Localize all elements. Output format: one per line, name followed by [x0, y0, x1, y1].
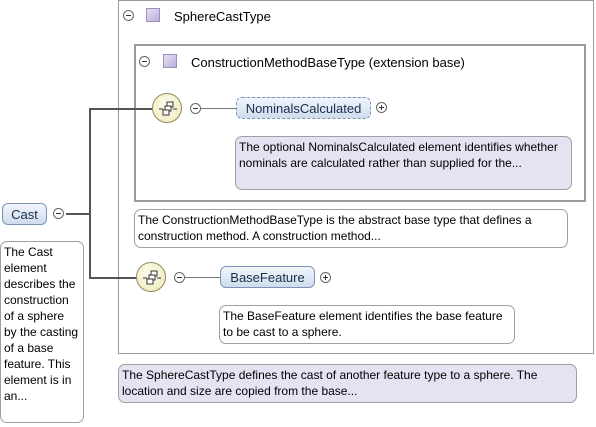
outer-type-icon — [146, 8, 160, 22]
cast-node[interactable]: Cast — [2, 203, 47, 225]
sequence2-collapse-icon[interactable] — [174, 272, 185, 283]
spherecasttype-note: The SphereCastType defines the cast of a… — [118, 364, 577, 403]
inner-type-icon — [163, 54, 177, 68]
nominalscalculated-node[interactable]: NominalsCalculated — [236, 97, 371, 119]
vertical-connector-line — [89, 108, 91, 278]
sequence-glyph — [159, 101, 177, 116]
branch-bottom-line — [89, 277, 137, 279]
inner-collapse-icon[interactable] — [139, 56, 150, 67]
branch-top-line — [89, 108, 153, 110]
cast-note: The Cast element describes the construct… — [0, 241, 84, 423]
nominals-note: The optional NominalsCalculated element … — [235, 136, 572, 190]
sequence-glyph — [143, 270, 161, 285]
constructionmethod-note: The ConstructionMethodBaseType is the ab… — [134, 209, 568, 248]
basefeature-note: The BaseFeature element identifies the b… — [219, 305, 515, 344]
outer-title: SphereCastType — [174, 9, 271, 24]
cast-collapse-icon[interactable] — [53, 208, 64, 219]
root-connector-line — [66, 213, 90, 215]
sequence-icon-2[interactable] — [136, 262, 166, 292]
sequence1-collapse-icon[interactable] — [190, 103, 201, 114]
basefeature-node[interactable]: BaseFeature — [220, 266, 315, 288]
nominals-expand-icon[interactable] — [376, 102, 387, 113]
inner-title: ConstructionMethodBaseType (extension ba… — [191, 55, 465, 70]
seq1-to-nominals-line — [200, 108, 237, 109]
base-expand-icon[interactable] — [320, 272, 331, 283]
sequence-icon-1[interactable] — [152, 93, 182, 123]
outer-collapse-icon[interactable] — [123, 10, 134, 21]
seq2-to-base-line — [184, 277, 221, 278]
